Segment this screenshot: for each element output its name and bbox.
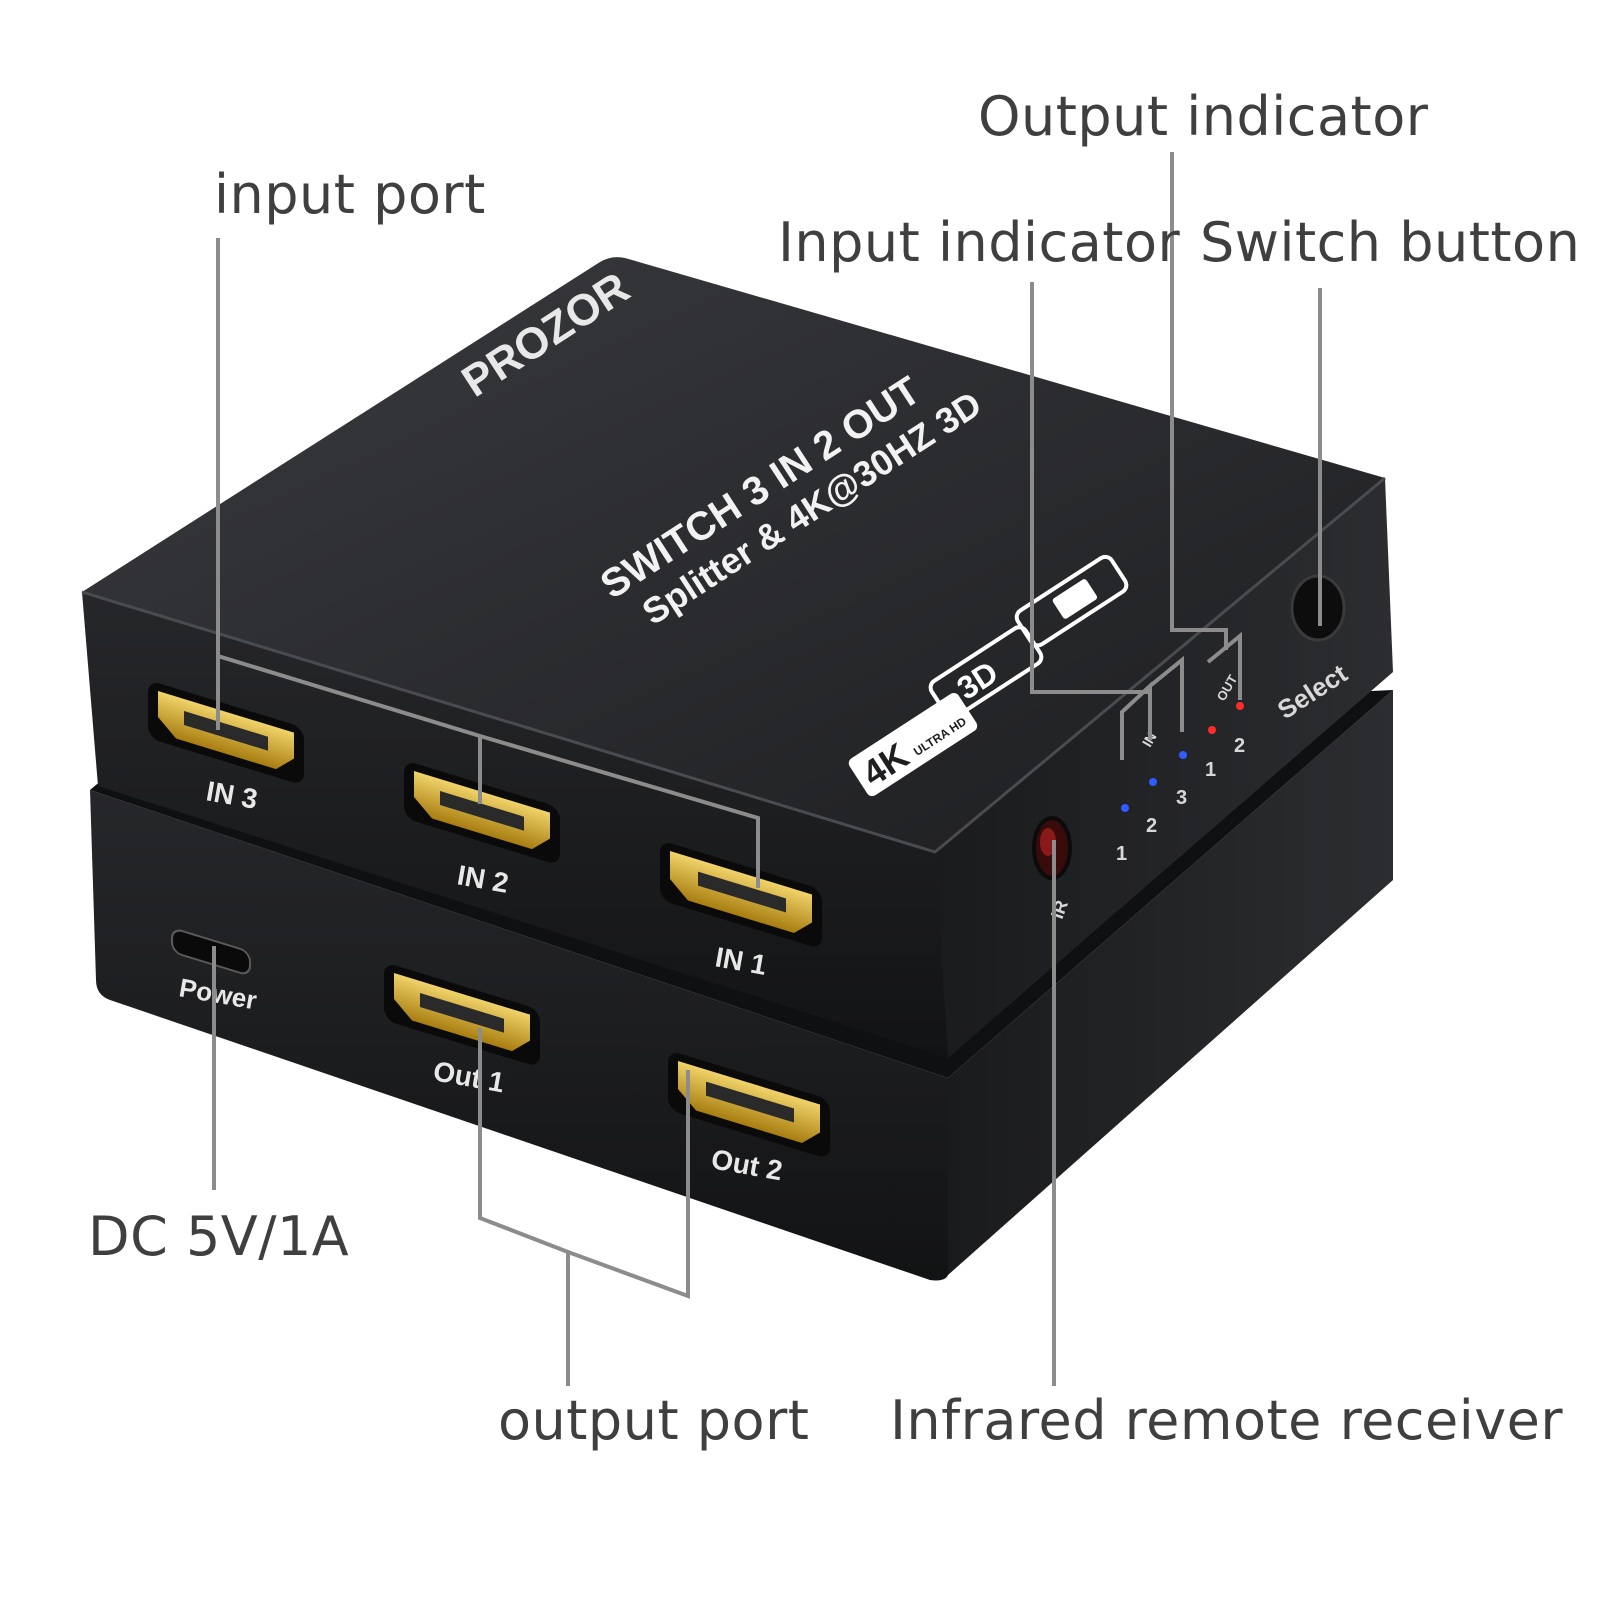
led-out-1	[1208, 726, 1216, 734]
led-in-2	[1149, 778, 1157, 786]
leader-output-port-b	[567, 1070, 690, 1299]
hdmi-port-in2	[404, 763, 560, 863]
callout-output-indicator: Output indicator	[978, 85, 1429, 148]
led-out-num-1: 1	[1205, 759, 1216, 781]
led-out-2	[1236, 702, 1244, 710]
led-in-num-2: 2	[1146, 815, 1157, 837]
leader-output-port	[478, 1028, 570, 1386]
hdmi-port-in1	[660, 843, 822, 947]
micro-usb-power-port	[171, 929, 251, 975]
callout-ir-receiver: Infrared remote receiver	[890, 1389, 1564, 1452]
leader-output-indicator-b	[1206, 631, 1242, 700]
hdmi-port-out2	[668, 1053, 830, 1157]
leader-input-indicator-branches	[1120, 681, 1152, 760]
remote-icon	[1052, 579, 1098, 619]
leader-lines	[212, 152, 1322, 1386]
top-unit-edge-highlight	[81, 476, 1386, 854]
led-out-num-2: 2	[1234, 735, 1245, 757]
top-unit-right-face	[935, 478, 1393, 1058]
led-in-num-3: 3	[1176, 787, 1187, 809]
leader-input-indicator-branch3	[1148, 655, 1184, 732]
callout-input-port: input port	[214, 163, 486, 226]
callout-switch-button: Switch button	[1200, 211, 1581, 274]
leader-output-indicator	[1170, 152, 1228, 650]
leader-input-indicator	[1030, 282, 1150, 694]
callout-dc-power: DC 5V/1A	[88, 1205, 350, 1268]
led-in-3	[1179, 751, 1187, 759]
callout-input-indicator: Input indicator	[778, 211, 1181, 274]
led-in-1	[1121, 804, 1129, 812]
remote-badge	[1014, 554, 1129, 648]
callout-output-port: output port	[498, 1389, 810, 1452]
led-in-num-1: 1	[1116, 843, 1127, 865]
bottom-unit-right-face	[948, 690, 1393, 1275]
hdmi-port-out1	[384, 965, 540, 1065]
top-unit-top-face	[82, 257, 1385, 853]
hdmi-port-in3	[148, 683, 304, 783]
